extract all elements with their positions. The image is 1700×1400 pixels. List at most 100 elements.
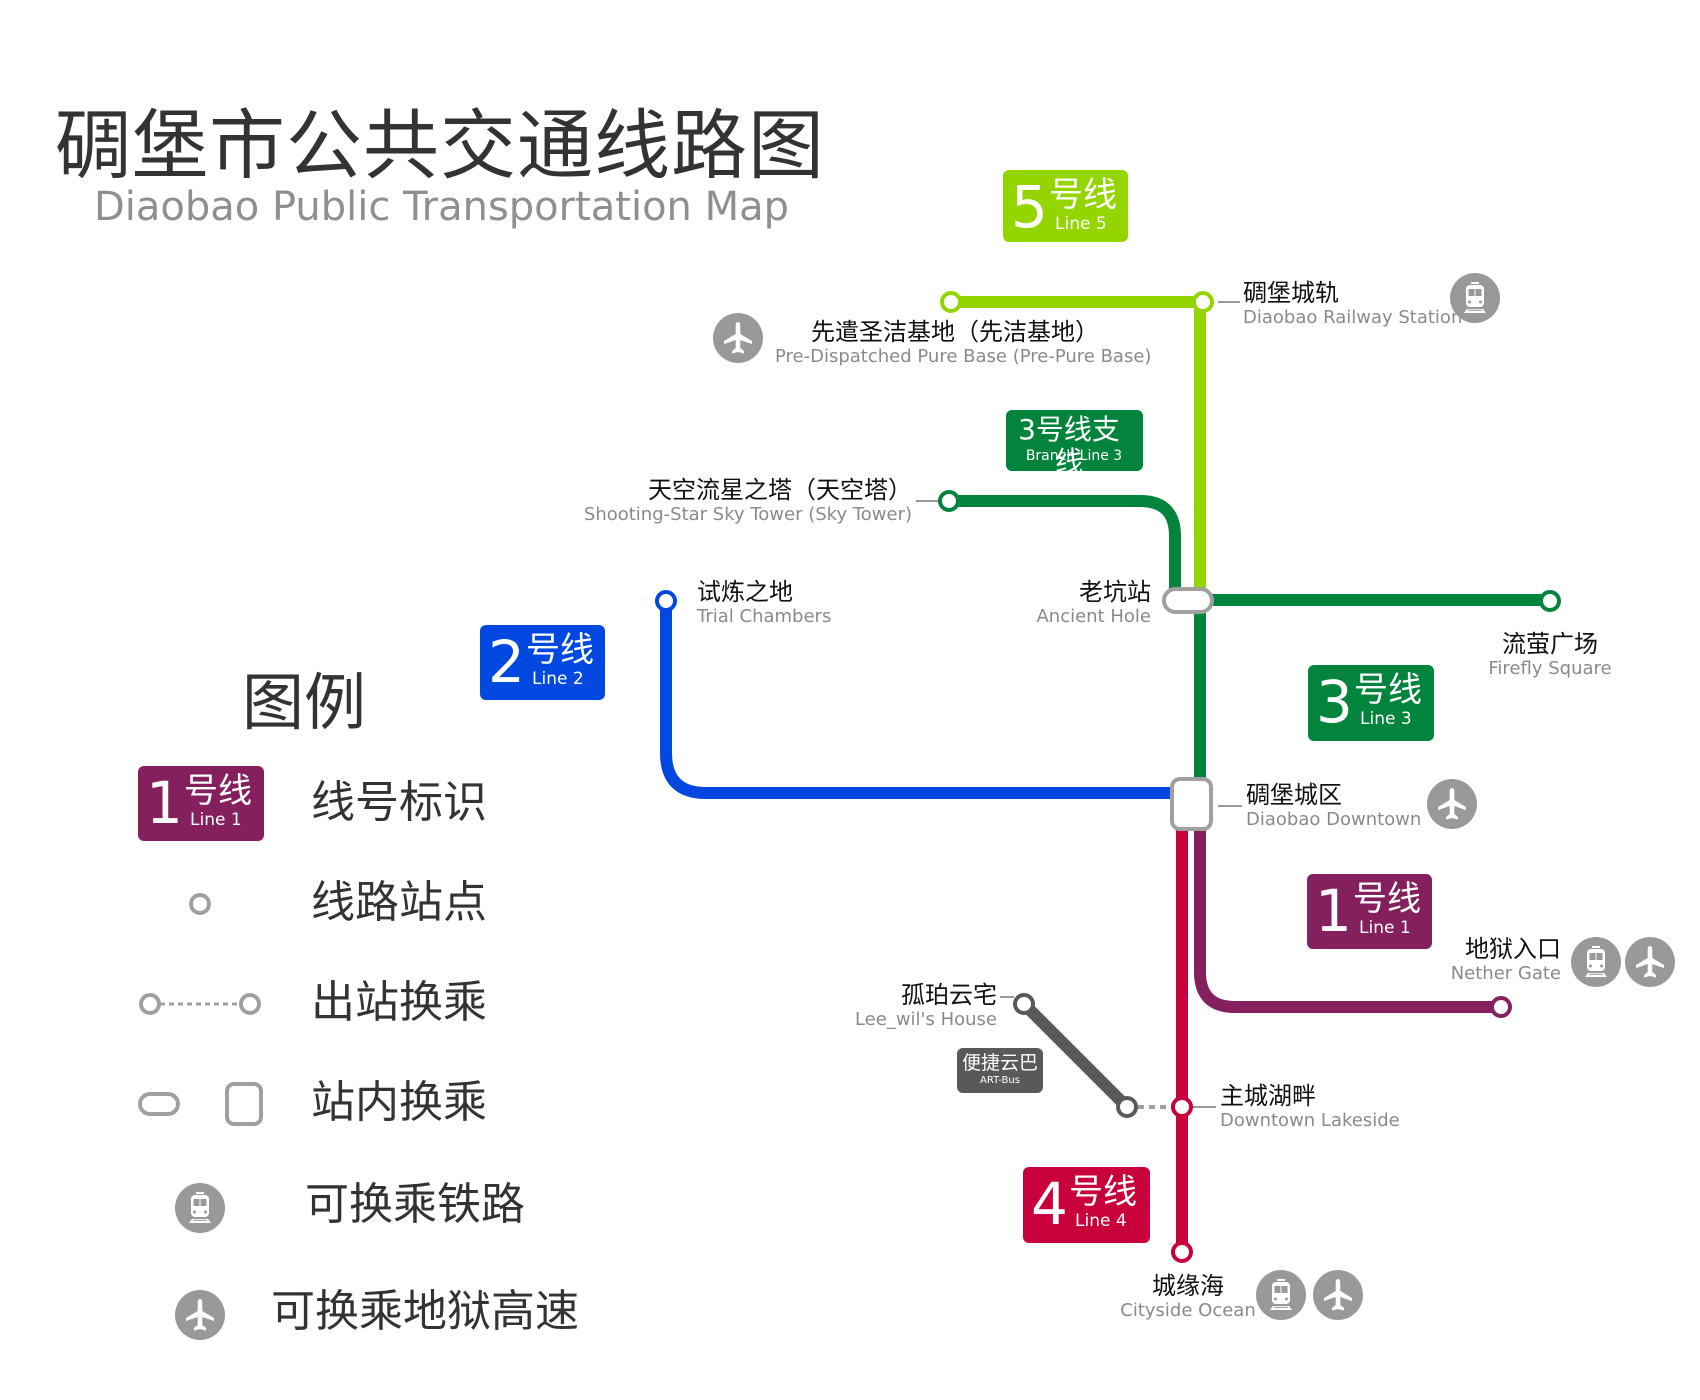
line-number: 1 — [1315, 877, 1352, 945]
interchange-marker-ancient-hole[interactable] — [1162, 587, 1214, 614]
legend-square-interchange — [225, 1082, 263, 1126]
station-name-zh: 城缘海 — [1152, 1272, 1224, 1300]
station-marker-pre-pure-base[interactable] — [940, 291, 962, 313]
legend-capsule-interchange — [138, 1092, 180, 1116]
station-marker-cityside-ocean[interactable] — [1171, 1241, 1193, 1263]
station-name-en: Trial Chambers — [697, 606, 832, 627]
station-name-en: Ancient Hole — [1036, 606, 1151, 627]
station-name-zh: 流萤广场 — [1502, 630, 1598, 658]
station-cityside-ocean[interactable]: 城缘海 Cityside Ocean — [1108, 1272, 1268, 1322]
station-name-zh: 老坑站 — [1079, 578, 1151, 606]
station-marker-railway[interactable] — [1192, 291, 1214, 313]
line-number: 1 — [146, 769, 183, 837]
station-downtown-lakeside[interactable]: 主城湖畔 Downtown Lakeside — [1220, 1082, 1400, 1132]
station-downtown[interactable]: 碉堡城区 Diaobao Downtown — [1246, 781, 1421, 831]
line-label-en: ART-Bus — [980, 1075, 1020, 1086]
line-number: 4 — [1031, 1170, 1068, 1238]
line-number: 2 — [488, 628, 525, 696]
station-name-en: Downtown Lakeside — [1220, 1110, 1400, 1131]
page-title: 碉堡市公共交通线路图 — [55, 101, 825, 190]
legend-station-circle — [189, 893, 211, 915]
line-number: 5 — [1011, 173, 1048, 241]
station-name-en: Firefly Square — [1488, 658, 1612, 679]
station-name-en: Cityside Ocean — [1120, 1300, 1256, 1321]
station-marker-art-bus-lakeside[interactable] — [1116, 1096, 1138, 1118]
line-label-en: Branch Line 3 — [1025, 448, 1123, 464]
line-english: Line 2 — [532, 669, 584, 689]
station-name-zh: 先遣圣洁基地（先洁基地） — [811, 318, 1099, 346]
art-bus-route[interactable] — [1019, 999, 1132, 1112]
station-nether-gate[interactable]: 地狱入口 Nether Gate — [1400, 935, 1561, 985]
railway-icon — [1450, 273, 1500, 323]
airplane-icon — [713, 313, 763, 363]
station-name-zh: 碉堡城区 — [1246, 781, 1342, 809]
station-marker-lee-wil-house[interactable] — [1013, 993, 1035, 1015]
line-label-zh: 便捷云巴 — [961, 1052, 1038, 1074]
branch-line-3-badge[interactable]: 3号线支线 Branch Line 3 — [1006, 410, 1143, 471]
line-english: Line 3 — [1360, 709, 1412, 729]
interchange-marker-downtown[interactable] — [1170, 777, 1213, 831]
station-marker-nether-gate[interactable] — [1490, 996, 1512, 1018]
line-suffix: 号线 — [184, 771, 252, 811]
line-english: Line 5 — [1055, 214, 1107, 234]
station-sky-tower[interactable]: 天空流星之塔（天空塔） Shooting-Star Sky Tower (Sky… — [580, 476, 912, 526]
line-suffix: 号线 — [1049, 175, 1117, 215]
airplane-icon — [1625, 937, 1675, 987]
station-name-zh: 天空流星之塔（天空塔） — [648, 476, 912, 504]
station-name-zh: 试炼之地 — [697, 578, 793, 606]
station-name-en: Diaobao Railway Station — [1243, 307, 1463, 328]
line-3-badge[interactable]: 3 号线 Line 3 — [1308, 665, 1434, 741]
line-1-route[interactable] — [1194, 803, 1501, 1013]
line-english: Line 1 — [1359, 918, 1411, 938]
line-number: 3 — [1316, 668, 1353, 736]
station-name-zh: 地狱入口 — [1465, 935, 1561, 963]
station-marker-firefly-square[interactable] — [1539, 590, 1561, 612]
line-5-badge[interactable]: 5 号线 Line 5 — [1003, 170, 1128, 242]
legend-label-in-transfer: 站内换乘 — [311, 1077, 487, 1128]
station-ancient-hole[interactable]: 老坑站 Ancient Hole — [1000, 578, 1151, 628]
legend-label-line-badge: 线号标识 — [311, 777, 487, 828]
railway-icon — [1571, 937, 1621, 987]
station-marker-trial-chambers[interactable] — [655, 590, 677, 612]
station-name-en: Shooting-Star Sky Tower (Sky Tower) — [583, 504, 912, 525]
art-bus-badge[interactable]: 便捷云巴 ART-Bus — [957, 1048, 1043, 1093]
line-1-badge[interactable]: 1 号线 Line 1 — [1307, 874, 1432, 949]
legend-label-station: 线路站点 — [311, 877, 487, 928]
line-suffix: 号线 — [1353, 879, 1421, 919]
branch-line-3-route[interactable] — [949, 495, 1181, 600]
line-suffix: 号线 — [1354, 670, 1422, 710]
station-name-zh: 孤珀云宅 — [901, 981, 997, 1009]
station-trial-chambers[interactable]: 试炼之地 Trial Chambers — [697, 578, 831, 628]
legend-label-out-transfer: 出站换乘 — [311, 977, 487, 1028]
station-marker-downtown-lakeside[interactable] — [1171, 1096, 1193, 1118]
legend-transfer-circle-b — [239, 993, 261, 1015]
airplane-icon — [1313, 1270, 1363, 1320]
line-english: Line 1 — [190, 810, 242, 830]
line-2-route[interactable] — [660, 601, 1190, 799]
station-name-en: Pre-Dispatched Pure Base (Pre-Pure Base) — [775, 346, 1152, 367]
line-english: Line 4 — [1075, 1211, 1127, 1231]
legend-label-railway: 可换乘铁路 — [305, 1179, 525, 1230]
station-marker-sky-tower[interactable] — [938, 490, 960, 512]
airplane-icon — [1427, 779, 1477, 829]
legend-airplane-icon — [175, 1290, 225, 1340]
station-name-en: Lee_wil's House — [854, 1009, 997, 1030]
legend-transfer-circle-a — [139, 993, 161, 1015]
line-label-zh: 3号线支线 — [1018, 413, 1120, 472]
legend-title: 图例 — [242, 666, 367, 739]
station-name-zh: 碉堡城轨 — [1243, 279, 1339, 307]
line-4-badge[interactable]: 4 号线 Line 4 — [1023, 1167, 1150, 1243]
station-name-en: Diaobao Downtown — [1246, 809, 1422, 830]
station-railway[interactable]: 碉堡城轨 Diaobao Railway Station — [1243, 279, 1462, 329]
page-subtitle: Diaobao Public Transportation Map — [94, 184, 790, 230]
line-suffix: 号线 — [1069, 1172, 1137, 1212]
station-lee-wil-house[interactable]: 孤珀云宅 Lee_wil's House — [840, 981, 997, 1031]
station-name-en: Nether Gate — [1450, 963, 1561, 984]
station-pre-pure-base[interactable]: 先遣圣洁基地（先洁基地） Pre-Dispatched Pure Base (P… — [775, 318, 1152, 368]
line-2-badge[interactable]: 2 号线 Line 2 — [480, 625, 605, 700]
line-suffix: 号线 — [526, 630, 594, 670]
legend-label-airplane: 可换乘地狱高速 — [271, 1286, 579, 1337]
legend-line-badge: 1 号线 Line 1 — [138, 766, 264, 841]
station-firefly-square[interactable]: 流萤广场 Firefly Square — [1460, 630, 1640, 680]
